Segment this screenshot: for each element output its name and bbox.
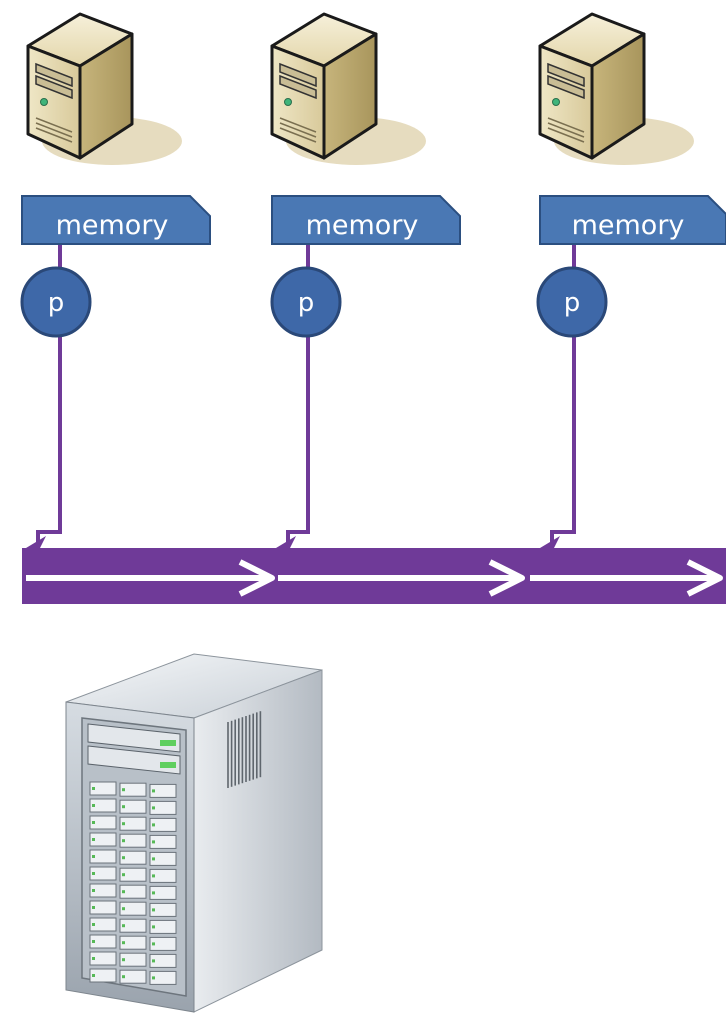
server-rack-icon	[65, 653, 323, 1013]
processor-node: p	[536, 266, 608, 338]
memory-label: memory	[572, 210, 685, 241]
processor-link	[26, 244, 62, 548]
vent-grille	[227, 711, 262, 788]
processor-link	[540, 244, 576, 548]
bus-arrow	[26, 559, 275, 597]
memory-block: memory	[539, 195, 726, 245]
processor-node: p	[20, 266, 92, 338]
processor-link	[276, 244, 310, 548]
bus-arrow	[530, 559, 723, 597]
memory-block: memory	[271, 195, 461, 245]
processor-node: p	[270, 266, 342, 338]
memory-label: memory	[56, 210, 169, 241]
bus-arrows	[26, 559, 723, 597]
interconnect-bus	[22, 548, 726, 604]
drive-bays	[89, 781, 177, 985]
processor-label: p	[298, 288, 315, 318]
memory-label: memory	[306, 210, 419, 241]
desktop-tower-icon	[26, 12, 184, 167]
processor-label: p	[564, 288, 581, 318]
processor-bus-links	[26, 244, 576, 548]
processor-label: p	[48, 288, 65, 318]
memory-block: memory	[21, 195, 211, 245]
desktop-tower-icon	[270, 12, 428, 167]
bus-arrow	[278, 559, 525, 597]
desktop-tower-icon	[538, 12, 696, 167]
